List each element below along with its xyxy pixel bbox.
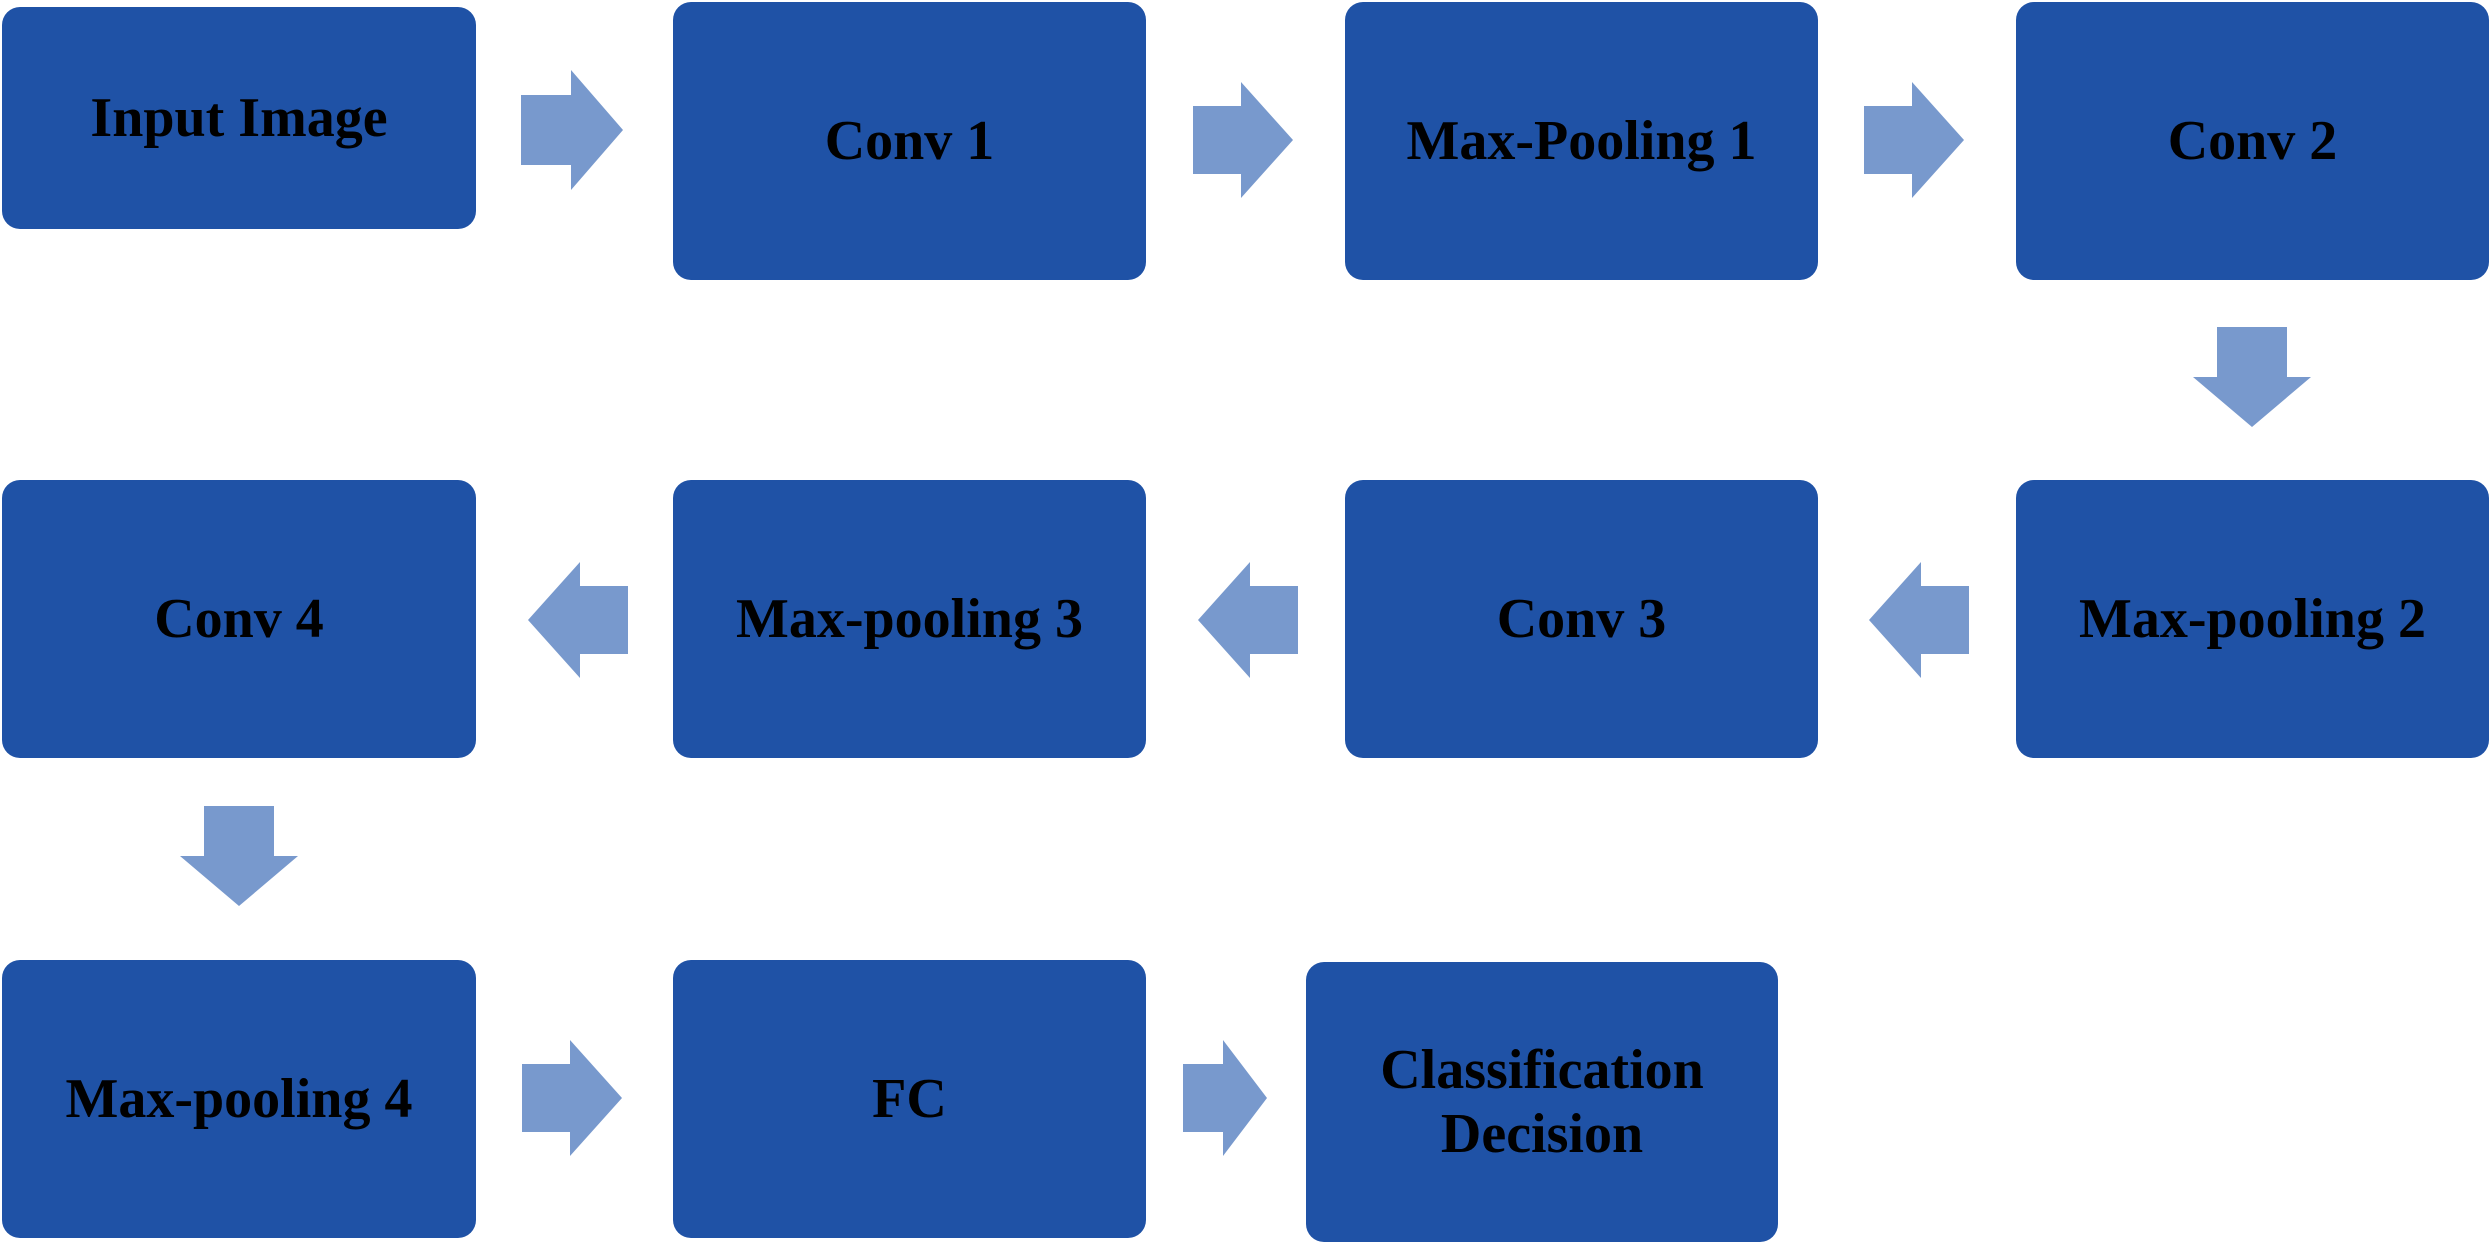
node-conv4-label: Conv 4	[154, 588, 324, 650]
node-maxpool4-label: Max-pooling 4	[65, 1068, 413, 1130]
arrow-right-icon	[1864, 82, 1964, 198]
node-conv1: Conv 1	[673, 2, 1146, 280]
classification-line1: Classification	[1380, 1039, 1704, 1101]
node-maxpool2: Max-pooling 2	[2016, 480, 2489, 758]
classification-line2: Decision	[1440, 1103, 1644, 1165]
arrow-right-icon	[1193, 82, 1293, 198]
node-input-image: Input Image	[2, 7, 476, 229]
node-conv2-label: Conv 2	[2167, 110, 2338, 172]
node-fc: FC	[673, 960, 1146, 1238]
node-conv2: Conv 2	[2016, 2, 2489, 280]
node-classification-decision: Classification Decision	[1306, 962, 1778, 1242]
node-maxpool1: Max-Pooling 1	[1345, 2, 1818, 280]
arrow-right-icon	[521, 70, 623, 190]
arrow-right-icon	[522, 1040, 622, 1156]
node-fc-label: FC	[872, 1068, 947, 1130]
node-input-image-label: Input Image	[90, 87, 388, 149]
node-conv1-label: Conv 1	[824, 110, 995, 172]
node-conv3: Conv 3	[1345, 480, 1818, 758]
arrow-left-icon	[528, 562, 628, 678]
arrow-left-icon	[1869, 562, 1969, 678]
node-maxpool1-label: Max-Pooling 1	[1406, 110, 1757, 172]
node-classification-decision-label: Classification Decision	[1380, 1038, 1704, 1166]
node-maxpool2-label: Max-pooling 2	[2079, 588, 2426, 650]
arrow-down-icon	[180, 806, 298, 906]
node-maxpool3: Max-pooling 3	[673, 480, 1146, 758]
node-maxpool3-label: Max-pooling 3	[736, 588, 1083, 650]
arrow-left-icon	[1198, 562, 1298, 678]
node-conv3-label: Conv 3	[1496, 588, 1667, 650]
node-maxpool4: Max-pooling 4	[2, 960, 476, 1238]
node-conv4: Conv 4	[2, 480, 476, 758]
arrow-right-icon	[1183, 1040, 1267, 1156]
arrow-down-icon	[2193, 327, 2311, 427]
